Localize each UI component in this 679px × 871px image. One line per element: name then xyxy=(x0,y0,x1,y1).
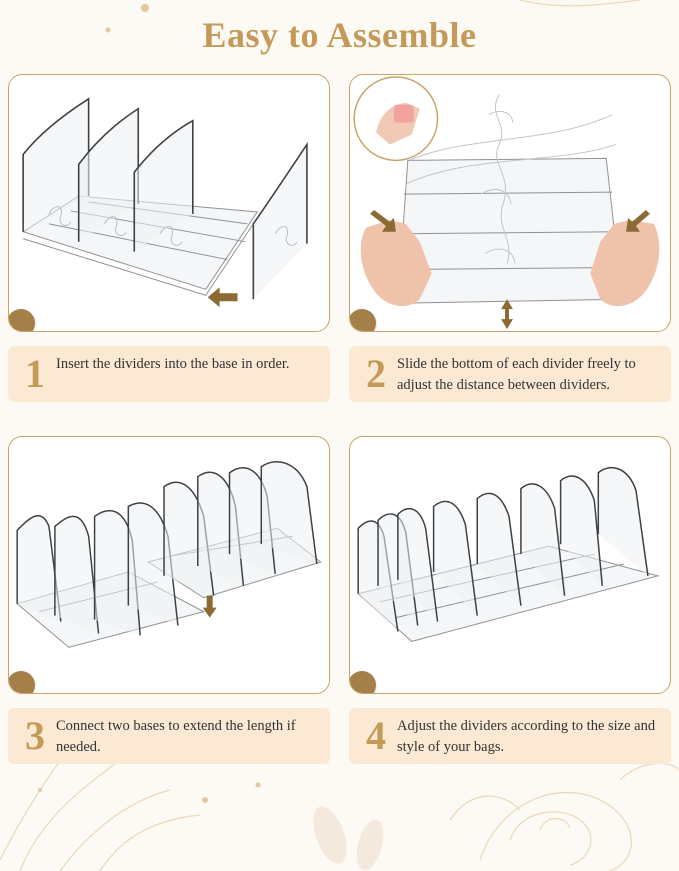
step-description: Slide the bottom of each divider freely … xyxy=(397,356,636,393)
step-number: 1 xyxy=(25,351,45,396)
base-connect-illustration xyxy=(16,461,322,648)
divider-slide-illustration xyxy=(353,76,660,330)
step-4-card: 4 Adjust the dividers according to the s… xyxy=(349,708,671,764)
step-3-card: 3 Connect two bases to extend the length… xyxy=(8,708,330,764)
step-1-illustration xyxy=(8,74,330,332)
arrow-diagonal-icon xyxy=(626,209,650,232)
step-2-card: 2 Slide the bottom of each divider freel… xyxy=(349,346,671,402)
corner-dot xyxy=(9,309,35,331)
divider-insert-illustration xyxy=(21,97,308,308)
step-number: 2 xyxy=(366,351,386,396)
step-2-illustration xyxy=(349,74,671,332)
step-description: Connect two bases to extend the length i… xyxy=(56,718,296,755)
step-description: Adjust the dividers according to the siz… xyxy=(397,718,656,755)
step-description: Insert the dividers into the base in ord… xyxy=(56,356,290,372)
corner-dot xyxy=(350,309,376,331)
arrow-vertical-icon xyxy=(501,299,513,330)
step-number: 4 xyxy=(366,713,386,758)
step-number: 3 xyxy=(25,713,45,758)
corner-dot xyxy=(350,671,376,693)
step-4-illustration xyxy=(349,436,671,694)
arrow-left-icon xyxy=(207,287,238,308)
page-title: Easy to Assemble xyxy=(202,15,477,55)
arrow-diagonal-icon xyxy=(370,209,396,232)
step-1-card: 1 Insert the dividers into the base in o… xyxy=(8,346,330,402)
step-3-illustration xyxy=(8,436,330,694)
arrow-down-icon xyxy=(202,595,217,618)
corner-dot xyxy=(9,671,35,693)
divider-adjust-illustration xyxy=(357,466,660,642)
